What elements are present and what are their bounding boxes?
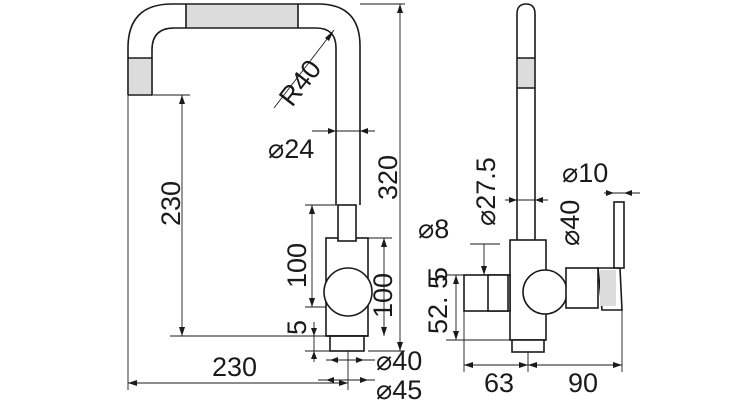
cartridge-circle [323,267,373,317]
side-spout-band [518,58,534,88]
label-base-gap: 5 [282,320,312,335]
label-side-gap: 5 [423,267,453,282]
label-side-width-left: 63 [484,368,514,398]
side-inlet-pipe [487,274,509,312]
side-spout [516,3,536,240]
label-base-dia-1: ⌀40 [376,346,422,376]
faucet-base [329,335,365,352]
side-lever-collar [565,267,599,309]
label-lever-dia: ⌀40 [555,200,585,246]
label-body-height-left: 100 [282,243,312,288]
label-inlet-dia: ⌀8 [418,214,449,244]
spout-band-left [129,58,151,94]
label-spout-dia: ⌀24 [268,134,314,164]
label-spout-side-dia: ⌀27.5 [471,157,501,226]
side-dimensions: ⌀27.5 ⌀10 ⌀40 ⌀8 52. 5 5 [418,157,640,398]
label-radius: R40 [273,54,327,112]
label-base-dia-2: ⌀45 [376,375,422,405]
label-body-height-right: 100 [368,273,398,318]
side-base [511,339,545,353]
front-view [127,3,373,352]
spout-outline [127,3,361,205]
label-side-width-right: 90 [568,368,598,398]
label-handle-dia: ⌀10 [562,158,608,188]
label-total-height: 320 [373,155,403,200]
label-side-height: 52. 5 [423,274,453,334]
side-cartridge [522,269,568,315]
spout-band-top [186,5,298,27]
label-spout-height: 230 [156,181,186,226]
side-lever-stick [613,201,625,269]
side-view [463,3,625,353]
front-dimensions: R40 ⌀24 320 230 100 100 [127,3,422,405]
label-reach: 230 [212,352,257,382]
body-neck [337,204,357,242]
